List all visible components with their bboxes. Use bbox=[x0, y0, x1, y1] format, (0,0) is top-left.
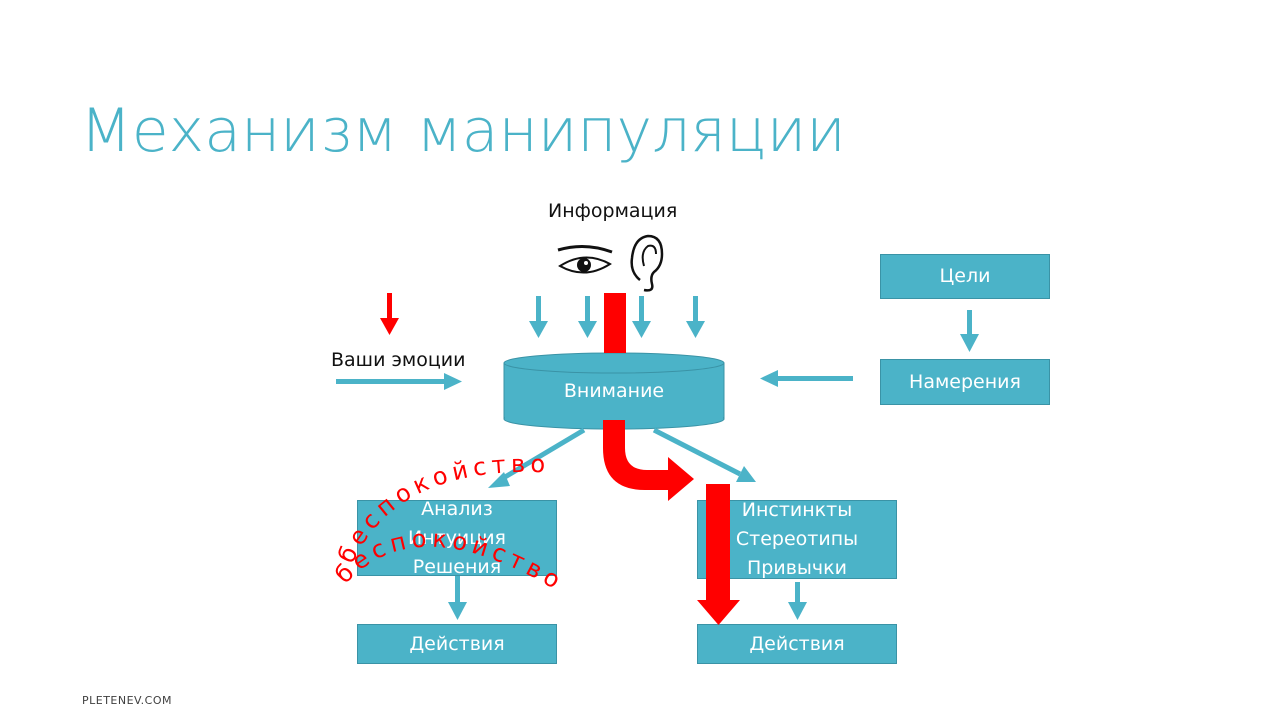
analysis-box: Анализ Интуиция Решения bbox=[357, 498, 557, 578]
goals-to-intentions-arrow bbox=[960, 310, 979, 352]
footer-site: PLETENEV.COM bbox=[82, 694, 172, 707]
analysis-line-2: Интуиция bbox=[407, 526, 506, 549]
left-actions-box: Действия bbox=[357, 624, 557, 664]
intentions-box: Намерения bbox=[880, 359, 1050, 405]
left-actions-label: Действия bbox=[409, 632, 505, 655]
red-emotion-arrow bbox=[380, 293, 399, 335]
eye-icon bbox=[557, 245, 613, 274]
intentions-label: Намерения bbox=[909, 370, 1021, 393]
page-title: Механизм манипуляции bbox=[80, 96, 846, 166]
right-action-arrow bbox=[788, 582, 807, 620]
goals-box: Цели bbox=[880, 254, 1050, 299]
left-action-arrow bbox=[448, 576, 467, 620]
info-label: Информация bbox=[548, 200, 678, 222]
analysis-line-3: Решения bbox=[412, 555, 502, 578]
instincts-line-1: Инстинкты bbox=[741, 499, 853, 521]
right-actions-box: Действия bbox=[697, 624, 897, 664]
attention-cylinder bbox=[503, 352, 725, 430]
right-actions-label: Действия bbox=[749, 632, 845, 655]
right-diagonal-arrow bbox=[652, 427, 756, 482]
left-diagonal-arrow bbox=[488, 427, 586, 488]
attention-label: Внимание bbox=[563, 380, 665, 402]
red-info-arrow bbox=[604, 293, 626, 353]
intentions-arrow bbox=[760, 370, 853, 387]
info-arrows bbox=[529, 296, 705, 338]
red-curved-arrow bbox=[603, 420, 694, 501]
emotions-arrow bbox=[336, 373, 462, 390]
ear-icon bbox=[630, 234, 664, 292]
instincts-line-2: Стереотипы bbox=[735, 528, 859, 550]
instincts-box: Инстинкты Стереотипы Привычки bbox=[697, 499, 897, 579]
instincts-line-3: Привычки bbox=[747, 557, 847, 579]
analysis-line-1: Анализ bbox=[421, 497, 493, 520]
emotions-label: Ваши эмоции bbox=[331, 349, 466, 371]
goals-label: Цели bbox=[939, 265, 991, 287]
